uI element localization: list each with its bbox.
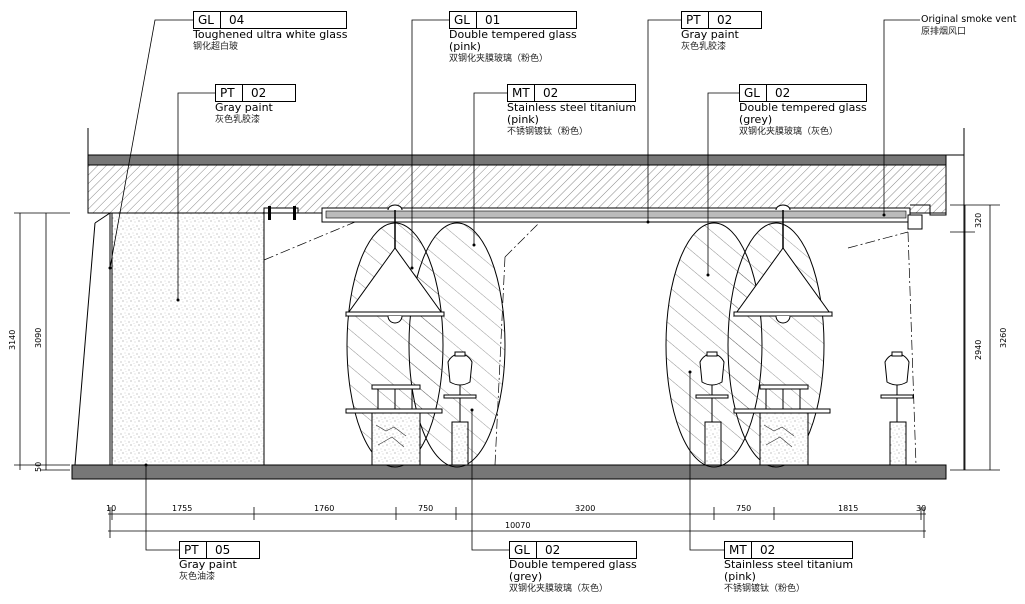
dim-right-inner: 2940 bbox=[974, 339, 983, 360]
tag-code: PT bbox=[216, 85, 243, 101]
callout-en: Double tempered glass (grey) bbox=[739, 101, 867, 126]
display-table-right bbox=[733, 384, 831, 466]
tag-code: GL bbox=[194, 12, 221, 28]
pendant-lamp-right bbox=[733, 204, 833, 324]
callout-pt02-left: PT 02 Gray paint 灰色乳胶漆 bbox=[215, 84, 296, 126]
leader-lines bbox=[109, 19, 920, 551]
dim-750-b: 750 bbox=[736, 504, 752, 513]
callout-en: Gray paint bbox=[681, 28, 739, 41]
tag-number: 01 bbox=[485, 13, 501, 27]
smoke-vent-duct bbox=[321, 204, 947, 230]
tag-code: MT bbox=[508, 85, 535, 101]
tag-number: 02 bbox=[760, 543, 776, 557]
tag-code: MT bbox=[725, 542, 752, 558]
tag-number: 02 bbox=[251, 86, 267, 100]
mannequin-1 bbox=[443, 351, 477, 466]
vertical-dimensions-right bbox=[950, 204, 1000, 471]
floor-slab bbox=[71, 464, 947, 480]
vertical-dimensions-left bbox=[14, 212, 70, 471]
tag-pt02: PT 02 bbox=[215, 84, 296, 102]
leader-dots bbox=[108, 213, 886, 467]
mannequin-3 bbox=[880, 351, 914, 466]
tag-pt05: PT 05 bbox=[179, 541, 260, 559]
callout-cn: 不锈钢镀钛（粉色） bbox=[507, 127, 589, 137]
callout-cn: 原排烟风口 bbox=[921, 27, 967, 37]
pendant-lamp-left bbox=[345, 204, 445, 324]
callout-gl02-top: GL 02 Double tempered glass (grey) 双钢化夹膜… bbox=[739, 84, 867, 138]
dim-30: 30 bbox=[916, 504, 927, 513]
callout-cn: 灰色油漆 bbox=[179, 572, 216, 582]
tag-number: 02 bbox=[775, 86, 791, 100]
dim-total: 10070 bbox=[505, 521, 531, 530]
dim-left-outer: 3140 bbox=[8, 329, 17, 350]
callout-en: Original smoke vent bbox=[921, 14, 1017, 25]
tag-mt02: MT 02 bbox=[724, 541, 854, 559]
horizontal-dimensions bbox=[108, 507, 926, 538]
dim-1760: 1760 bbox=[314, 504, 335, 513]
tag-gl02: GL 02 bbox=[509, 541, 637, 559]
callout-cn: 灰色乳胶漆 bbox=[681, 42, 727, 52]
callout-pt02-right: PT 02 Gray paint 灰色乳胶漆 bbox=[681, 11, 762, 53]
ceiling-slab bbox=[87, 128, 965, 470]
tag-number: 02 bbox=[545, 543, 561, 557]
dim-1815: 1815 bbox=[838, 504, 859, 513]
callout-mt02-top: MT 02 Stainless steel titanium (pink) 不锈… bbox=[507, 84, 637, 138]
tag-code: GL bbox=[740, 85, 767, 101]
dim-right-outer: 3260 bbox=[999, 327, 1008, 348]
tag-number: 02 bbox=[717, 13, 733, 27]
callout-gl01: GL 01 Double tempered glass (pink) 双钢化夹膜… bbox=[449, 11, 577, 65]
callout-cn: 双钢化夹膜玻璃（灰色） bbox=[509, 584, 609, 594]
display-table-left bbox=[345, 384, 443, 466]
tag-gl04: GL 04 bbox=[193, 11, 348, 29]
callout-en: Double tempered glass (pink) bbox=[449, 28, 577, 53]
tag-gl01: GL 01 bbox=[449, 11, 577, 29]
callout-smoke-vent: Original smoke vent 原排烟风口 bbox=[921, 14, 1016, 38]
callout-gl04: GL 04 Toughened ultra white glass 钢化超白玻 bbox=[193, 11, 348, 53]
callout-cn: 双钢化夹膜玻璃（粉色） bbox=[449, 54, 549, 64]
tag-code: GL bbox=[450, 12, 477, 28]
callout-cn: 双钢化夹膜玻璃（灰色） bbox=[739, 127, 839, 137]
callout-cn: 灰色乳胶漆 bbox=[215, 115, 261, 125]
callout-en: Gray paint bbox=[215, 101, 273, 114]
oval-glass-left bbox=[346, 222, 506, 468]
mannequin-2 bbox=[695, 351, 729, 466]
callout-en: Toughened ultra white glass bbox=[193, 28, 348, 41]
dim-3200: 3200 bbox=[575, 504, 596, 513]
callout-en: Stainless steel titanium (pink) bbox=[507, 101, 637, 126]
callout-cn: 钢化超白玻 bbox=[193, 42, 239, 52]
tag-code: PT bbox=[180, 542, 207, 558]
gray-paint-panel bbox=[111, 212, 265, 466]
callout-pt05: PT 05 Gray paint 灰色油漆 bbox=[179, 541, 260, 583]
tag-code: GL bbox=[510, 542, 537, 558]
dim-750-a: 750 bbox=[418, 504, 434, 513]
callout-gl02-bottom: GL 02 Double tempered glass (grey) 双钢化夹膜… bbox=[509, 541, 637, 595]
dim-1755: 1755 bbox=[172, 504, 193, 513]
tag-mt02: MT 02 bbox=[507, 84, 637, 102]
tag-pt02: PT 02 bbox=[681, 11, 762, 29]
callout-en: Gray paint bbox=[179, 558, 237, 571]
callout-cn: 不锈钢镀钛（粉色） bbox=[724, 584, 806, 594]
tag-gl02: GL 02 bbox=[739, 84, 867, 102]
tag-code: PT bbox=[682, 12, 709, 28]
left-glass-wall bbox=[74, 212, 111, 466]
callout-mt02-bottom: MT 02 Stainless steel titanium (pink) 不锈… bbox=[724, 541, 854, 595]
callout-en: Double tempered glass (grey) bbox=[509, 558, 637, 583]
tag-number: 05 bbox=[215, 543, 231, 557]
callout-en: Stainless steel titanium (pink) bbox=[724, 558, 854, 583]
dim-left-inner: 3090 bbox=[34, 327, 43, 348]
dim-right-top: 320 bbox=[974, 212, 983, 228]
dim-left-bottom: 50 bbox=[34, 461, 43, 472]
dim-10: 10 bbox=[106, 504, 117, 513]
tag-number: 04 bbox=[229, 13, 245, 27]
rail-hooks bbox=[263, 206, 299, 220]
tag-number: 02 bbox=[543, 86, 559, 100]
